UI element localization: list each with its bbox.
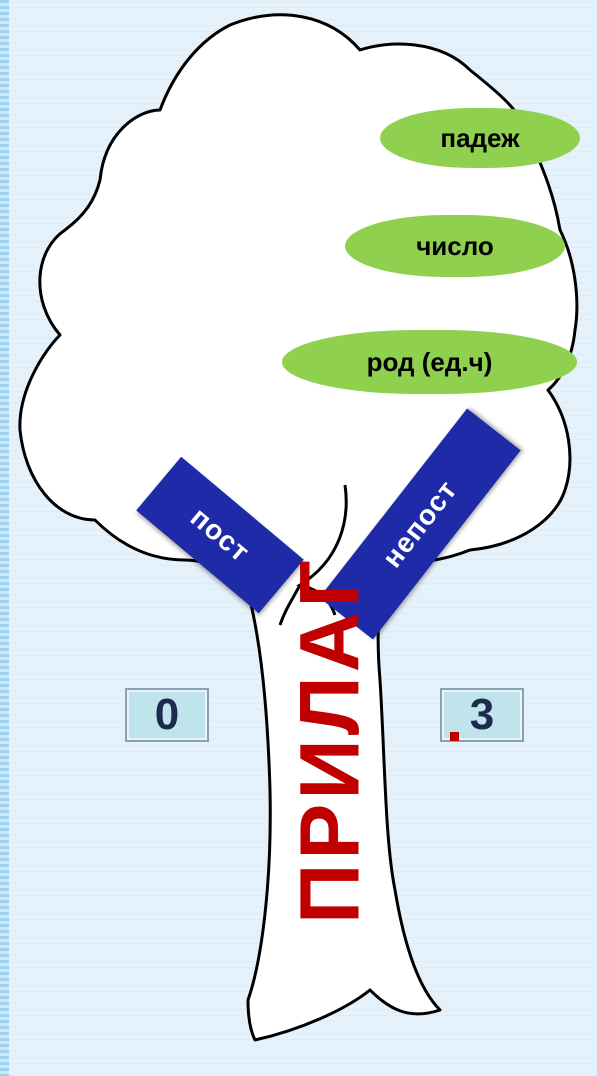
leaf-gender[interactable]: род (ед.ч) — [282, 330, 577, 394]
score-left[interactable]: 0 — [125, 688, 209, 742]
red-dot — [450, 732, 459, 741]
leaf-number[interactable]: число — [345, 215, 565, 277]
decorative-border — [0, 0, 9, 1076]
branch-left-label: пост — [184, 501, 256, 569]
trunk-label: ПРИЛАГ — [282, 556, 377, 924]
leaf-case-label: падеж — [440, 122, 520, 153]
score-right-value: 3 — [469, 690, 495, 739]
leaf-case[interactable]: падеж — [380, 108, 580, 168]
score-left-value: 0 — [154, 690, 180, 739]
leaf-number-label: число — [416, 230, 494, 261]
leaf-gender-label: род (ед.ч) — [366, 346, 493, 377]
